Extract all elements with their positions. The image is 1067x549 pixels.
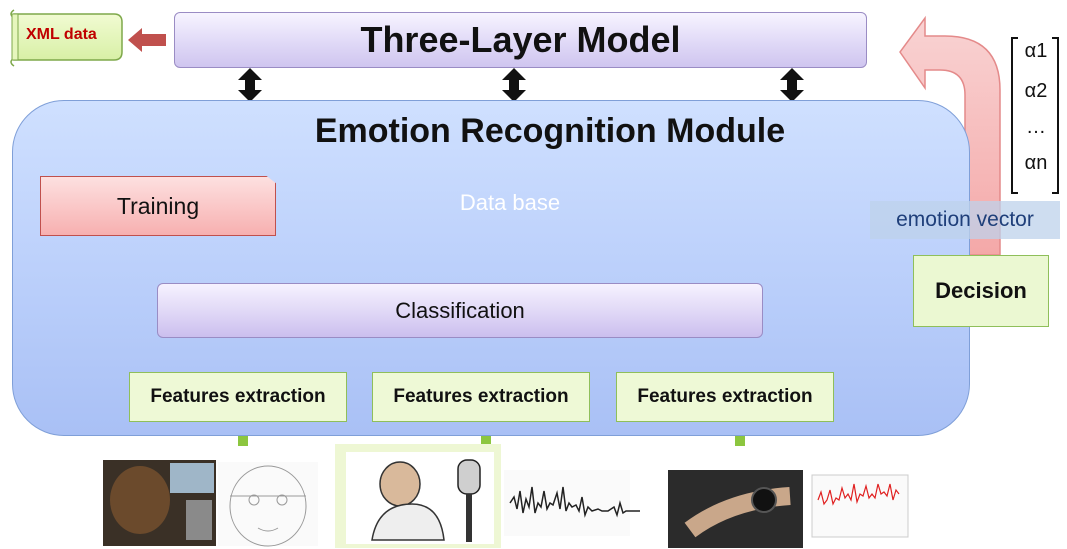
vector-item: αn [1024, 152, 1048, 174]
features-extraction-box-1: Features extraction [129, 372, 347, 422]
decision-box: Decision [913, 255, 1049, 327]
layer-link-arrows [238, 68, 804, 102]
features-extraction-label: Features extraction [150, 386, 326, 407]
features-extraction-box-2: Features extraction [372, 372, 590, 422]
features-extraction-box-3: Features extraction [616, 372, 834, 422]
classification-box: Classification [157, 283, 763, 338]
vector-item: … [1026, 116, 1046, 138]
features-extraction-label: Features extraction [393, 386, 569, 407]
wrist-sensor-photo [668, 470, 803, 548]
database-label: Data base [459, 190, 561, 215]
xml-output-arrow [128, 28, 166, 52]
module-title: Emotion Recognition Module [314, 112, 786, 150]
decision-label: Decision [935, 278, 1027, 303]
training-box: Training [40, 176, 276, 236]
xml-scroll-shape [10, 9, 123, 67]
vector-item: α2 [1024, 80, 1048, 102]
speaker-clipart [335, 444, 501, 548]
three-layer-model-title: Three-Layer Model [360, 19, 681, 60]
vector-bracket [1011, 37, 1059, 194]
speech-waveform [504, 470, 640, 536]
classification-label: Classification [395, 297, 525, 323]
emotion-vector-label: emotion vector [870, 201, 1060, 239]
face-camera-photo [103, 460, 216, 546]
xml-data-label: XML data [26, 26, 97, 43]
vector-item: α1 [1024, 40, 1048, 62]
feedback-arrow [899, 15, 1001, 256]
face-landmark-sketch [218, 462, 318, 547]
training-label: Training [116, 192, 200, 219]
physiological-signal-plot [811, 474, 909, 538]
features-extraction-label: Features extraction [637, 386, 813, 407]
three-layer-model-bar: Three-Layer Model [174, 12, 867, 68]
